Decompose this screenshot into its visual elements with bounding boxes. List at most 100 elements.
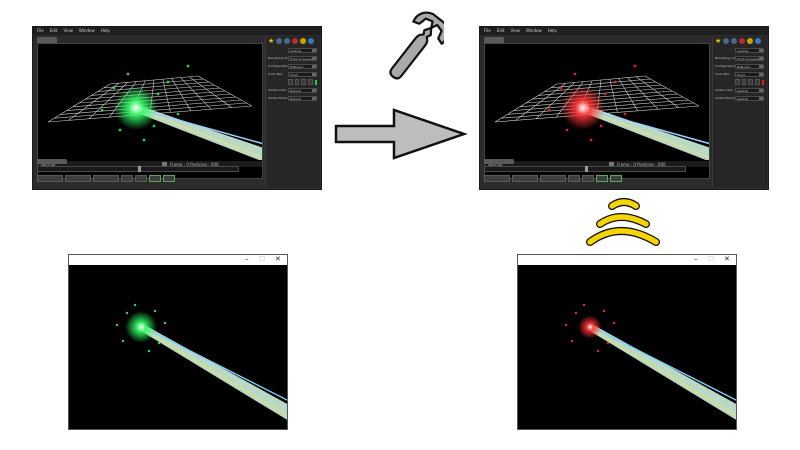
tool-icon[interactable]	[292, 38, 298, 44]
play-button[interactable]	[484, 175, 510, 182]
property-label: Configuration	[715, 64, 735, 68]
node-name-field[interactable]: particle	[288, 47, 317, 53]
footer-dropdown[interactable]	[609, 162, 614, 166]
play-button[interactable]	[37, 175, 63, 182]
spark	[176, 112, 180, 116]
toggle-button[interactable]	[163, 175, 175, 182]
menu-edit[interactable]: Edit	[496, 28, 505, 33]
menu-help[interactable]: Help	[547, 28, 557, 33]
timeline-tab[interactable]	[484, 159, 514, 164]
glow-core	[114, 86, 158, 130]
property-dropdown[interactable]: Billboard	[288, 63, 317, 69]
grid-line	[97, 81, 209, 92]
timeline-thumb[interactable]	[585, 166, 588, 172]
spark	[115, 323, 119, 327]
menu-window[interactable]: Window	[525, 28, 542, 33]
property-dropdown[interactable]: Billboard	[735, 63, 764, 69]
stop-button[interactable]	[65, 175, 91, 182]
tool-icon[interactable]	[731, 38, 737, 44]
property-row: Vertex Color Default	[266, 87, 320, 93]
viewport-footer: Normal Frame : 0 Particles : 000	[485, 161, 709, 167]
property-label: Vertex Factor	[715, 96, 735, 100]
property-row: Vertex Factor Default	[713, 95, 767, 101]
runtime-window-before: – ☐ ✕	[68, 254, 288, 430]
color-channel-field[interactable]	[288, 79, 293, 85]
footer-dropdown[interactable]	[162, 162, 167, 166]
tool-icon[interactable]	[723, 38, 729, 44]
step-back-button[interactable]	[121, 175, 133, 182]
timeline-tab[interactable]	[37, 159, 67, 164]
property-row: Rendering Order Front of queue	[266, 55, 320, 61]
property-dropdown[interactable]: Fixed	[735, 71, 764, 77]
tool-icon[interactable]	[747, 38, 753, 44]
loop-button[interactable]	[93, 175, 119, 182]
viewport-3d[interactable]: Normal Frame : 0 Particles : 000	[484, 43, 710, 179]
menu-view[interactable]: View	[510, 28, 520, 33]
property-dropdown[interactable]: Front of queue	[735, 55, 764, 61]
menu-file[interactable]: File	[484, 28, 491, 33]
property-dropdown[interactable]: Default	[288, 95, 317, 101]
viewport-tab[interactable]	[37, 37, 57, 43]
tool-icon[interactable]	[300, 38, 306, 44]
tool-icon[interactable]	[276, 38, 282, 44]
spark	[633, 64, 637, 68]
property-dropdown[interactable]: Default	[735, 95, 764, 101]
timeline-thumb[interactable]	[138, 166, 141, 172]
star-icon[interactable]: ★	[715, 37, 722, 45]
menu-edit[interactable]: Edit	[49, 28, 58, 33]
window-titlebar: – ☐ ✕	[69, 255, 287, 265]
stop-button[interactable]	[512, 175, 538, 182]
color-swatch[interactable]	[761, 79, 764, 85]
property-dropdown[interactable]: Fixed	[288, 71, 317, 77]
property-dropdown[interactable]: Front of queue	[288, 55, 317, 61]
tool-icon[interactable]	[308, 38, 314, 44]
timeline-slider[interactable]	[484, 166, 686, 172]
toggle-button[interactable]	[610, 175, 622, 182]
minimize-button[interactable]: –	[245, 255, 249, 263]
beam-edge	[588, 110, 709, 158]
tool-icon[interactable]	[755, 38, 761, 44]
maximize-button[interactable]: ☐	[708, 255, 715, 263]
menu-help[interactable]: Help	[100, 28, 110, 33]
toggle-button[interactable]	[596, 175, 608, 182]
color-channel-field[interactable]	[741, 79, 747, 85]
color-channel-field[interactable]	[294, 79, 300, 85]
color-channel-field[interactable]	[301, 79, 307, 85]
node-name-field[interactable]: particle	[735, 47, 764, 53]
timeline-slider[interactable]	[37, 166, 239, 172]
tool-icon[interactable]	[739, 38, 745, 44]
color-channel-field[interactable]	[735, 79, 740, 85]
step-forward-button[interactable]	[135, 175, 147, 182]
viewport-3d[interactable]: Normal Frame : 0 Particles : 000	[37, 43, 263, 179]
close-button[interactable]: ✕	[275, 255, 281, 263]
particle-effect	[547, 64, 709, 160]
color-swatch[interactable]	[314, 79, 317, 85]
menu-window[interactable]: Window	[78, 28, 95, 33]
tool-icon[interactable]	[284, 38, 290, 44]
star-icon[interactable]: ★	[268, 37, 275, 45]
close-button[interactable]: ✕	[724, 255, 730, 263]
toggle-button[interactable]	[149, 175, 161, 182]
panel-toolbar: ★	[266, 37, 320, 45]
color-channel-field[interactable]	[755, 79, 760, 85]
property-label: Color Mul.	[715, 72, 731, 76]
spark	[589, 138, 593, 142]
property-dropdown[interactable]: Default	[288, 87, 317, 93]
color-channel-field[interactable]	[748, 79, 754, 85]
loop-button[interactable]	[540, 175, 566, 182]
particle-effect	[564, 303, 736, 420]
beam-edge	[591, 328, 736, 417]
color-channel-field[interactable]	[308, 79, 313, 85]
menu-view[interactable]: View	[63, 28, 73, 33]
viewport-tab[interactable]	[484, 37, 504, 43]
step-forward-button[interactable]	[582, 175, 594, 182]
grid-line	[538, 84, 662, 96]
grid-line	[556, 75, 646, 85]
minimize-button[interactable]: –	[694, 255, 698, 263]
spark	[559, 86, 563, 90]
grid-line	[627, 77, 659, 110]
maximize-button[interactable]: ☐	[259, 255, 266, 263]
menu-file[interactable]: File	[37, 28, 44, 33]
property-dropdown[interactable]: Default	[735, 87, 764, 93]
step-back-button[interactable]	[568, 175, 580, 182]
